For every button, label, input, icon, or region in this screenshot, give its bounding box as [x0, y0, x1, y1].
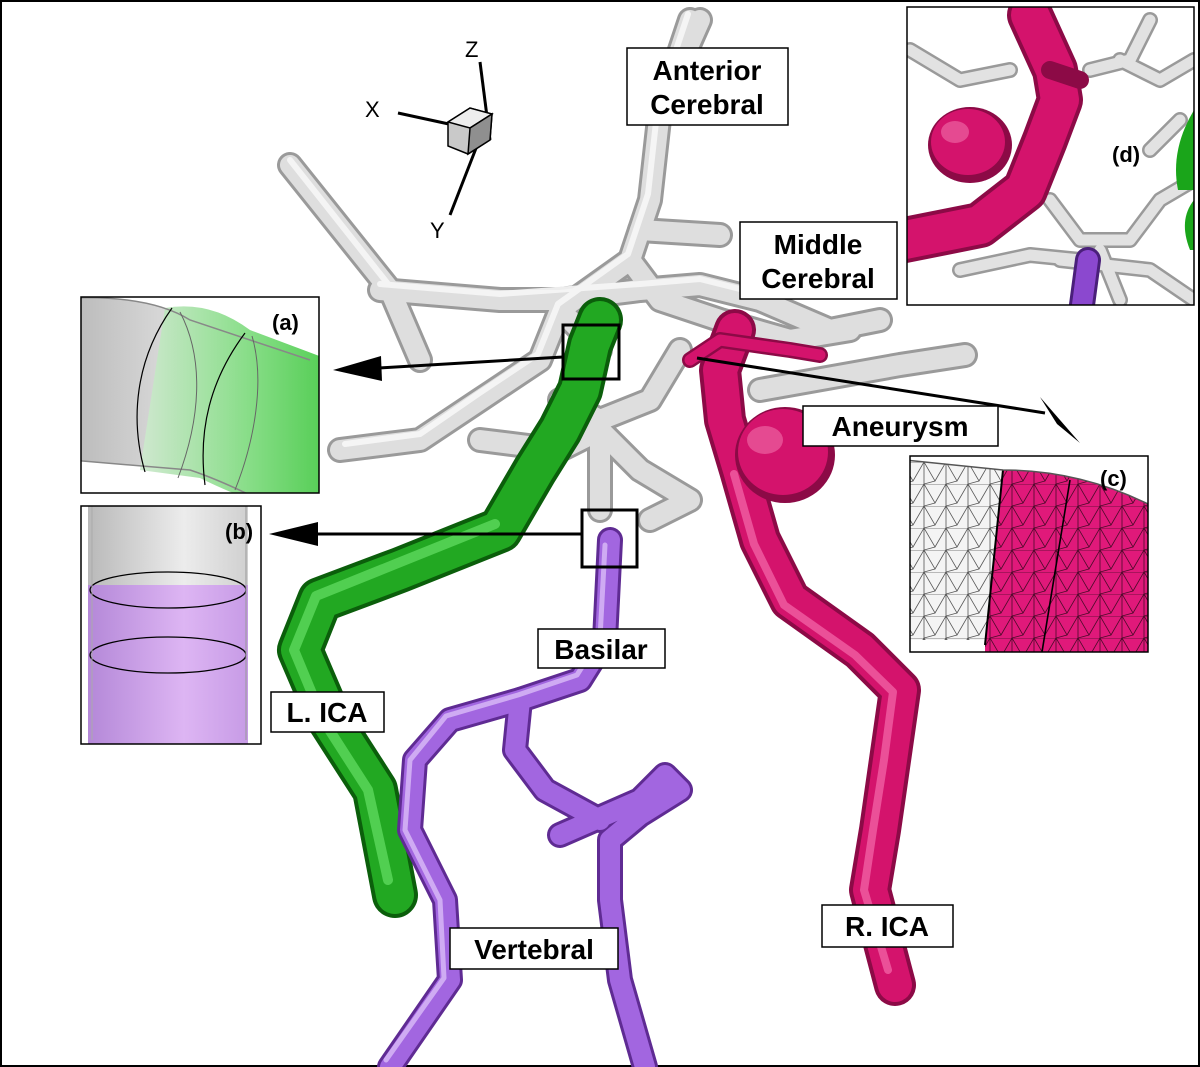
r-ica-vessel	[682, 309, 921, 1006]
label-vertebral-text: Vertebral	[474, 934, 594, 965]
axis-label-z: Z	[465, 37, 478, 62]
inset-b: (b)	[80, 505, 262, 745]
inset-c: (c)	[909, 455, 1149, 653]
label-middle-cerebral: Middle Cerebral	[739, 221, 898, 300]
label-middle-line2: Cerebral	[761, 263, 875, 294]
axis-triad: Z X Y	[365, 37, 494, 243]
inset-b-label: (b)	[225, 519, 253, 544]
inset-a-label: (a)	[272, 310, 299, 335]
label-r-ica: R. ICA	[821, 904, 954, 948]
vertebral-basilar-vessel	[377, 527, 693, 1067]
arrow-c	[696, 356, 1046, 415]
label-anterior-line1: Anterior	[653, 55, 762, 86]
aneurysm-sac-highlight	[747, 426, 783, 454]
label-r-ica-text: R. ICA	[845, 911, 929, 942]
arrow-c-head	[1040, 397, 1080, 443]
inset-a: (a)	[80, 296, 320, 494]
axis-label-x: X	[365, 97, 380, 122]
inset-c-label: (c)	[1100, 466, 1127, 491]
callouts	[269, 323, 1080, 569]
arrow-a-head	[333, 356, 382, 381]
arrow-b-head	[269, 522, 318, 546]
label-l-ica-text: L. ICA	[287, 697, 368, 728]
label-basilar: Basilar	[537, 628, 666, 669]
inset-d-label: (d)	[1112, 142, 1140, 167]
label-aneurysm-text: Aneurysm	[832, 411, 969, 442]
label-anterior-cerebral: Anterior Cerebral	[626, 47, 789, 126]
label-l-ica: L. ICA	[270, 691, 385, 733]
selection-box-b	[580, 508, 639, 569]
label-vertebral: Vertebral	[449, 927, 619, 970]
axis-label-y: Y	[430, 218, 445, 243]
arrow-a	[377, 355, 564, 370]
label-basilar-text: Basilar	[554, 634, 647, 665]
label-anterior-line2: Cerebral	[650, 89, 764, 120]
label-middle-line1: Middle	[774, 229, 863, 260]
selection-box-a	[561, 323, 621, 381]
inset-d: (d)	[906, 6, 1195, 306]
label-aneurysm: Aneurysm	[802, 405, 999, 447]
